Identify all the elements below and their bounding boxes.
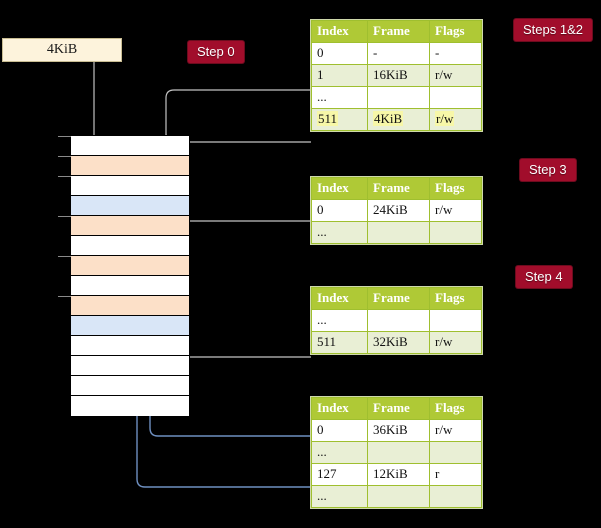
table-row: 0-- <box>311 42 482 65</box>
table-header-index: Index <box>311 397 368 420</box>
memory-tick <box>58 156 71 157</box>
highlighted-value: 511 <box>317 111 339 126</box>
table-row: 511 4KiB r/w <box>311 108 482 131</box>
table-cell-flags <box>429 309 482 332</box>
table-cell-frame: 16KiB <box>367 64 430 87</box>
memory-row <box>71 216 189 236</box>
badge-step-4: Step 4 <box>516 266 572 288</box>
memory-tick <box>58 176 71 177</box>
highlighted-value: r/w <box>435 111 455 126</box>
table-row: ... <box>311 86 482 109</box>
memory-tick <box>58 136 71 137</box>
table-cell-frame <box>367 221 430 244</box>
table-cell-index: 511 <box>311 331 368 354</box>
table-row: ... <box>311 441 482 464</box>
badge-step-3: Step 3 <box>520 159 576 181</box>
table-cell-index: 1 <box>311 64 368 87</box>
table-cell-flags <box>429 485 482 508</box>
table-cell-index: ... <box>311 309 368 332</box>
table-row: ... <box>311 221 482 244</box>
badge-steps-1-2: Steps 1&2 <box>514 19 592 41</box>
table-cell-frame: 24KiB <box>367 199 430 222</box>
wire-pd-entry <box>177 316 311 358</box>
table-header-frame: Frame <box>367 177 430 200</box>
table-cell-frame <box>367 309 430 332</box>
table-cell-flags <box>429 221 482 244</box>
table-cell-index: ... <box>311 441 368 464</box>
table-cell-index: 127 <box>311 463 368 486</box>
memory-row <box>71 376 189 396</box>
table-cell-index: 511 <box>311 108 368 131</box>
memory-tick <box>58 296 71 297</box>
table-cell-frame: 12KiB <box>367 463 430 486</box>
memory-row <box>71 156 189 176</box>
table-cell-index: 0 <box>311 42 368 65</box>
table-row: ... <box>311 309 482 332</box>
memory-row <box>71 256 189 276</box>
table-header-flags: Flags <box>429 177 482 200</box>
table-cell-flags <box>429 441 482 464</box>
memory-row <box>71 236 189 256</box>
table-cell-frame <box>367 485 430 508</box>
memory-row <box>71 296 189 316</box>
table-header-frame: Frame <box>367 397 430 420</box>
table-cell-flags <box>429 86 482 109</box>
table-cell-index: 0 <box>311 199 368 222</box>
kib-box-label: 4KiB <box>46 42 78 57</box>
table-cell-index: 0 <box>311 419 368 442</box>
table-cell-flags: r/w <box>429 419 482 442</box>
table-cell-frame: 32KiB <box>367 331 430 354</box>
memory-row <box>71 396 189 416</box>
table-cell-flags: r/w <box>429 199 482 222</box>
table-cell-index: ... <box>311 485 368 508</box>
table-header-frame: Frame <box>367 20 430 43</box>
highlighted-value: 4KiB <box>373 111 404 126</box>
table-cell-flags: r/w <box>429 331 482 354</box>
table-cell-flags: r/w <box>429 108 482 131</box>
table-cell-flags: r <box>429 463 482 486</box>
memory-row <box>71 136 189 156</box>
table-cell-frame: 36KiB <box>367 419 430 442</box>
table-header-frame: Frame <box>367 287 430 310</box>
memory-row <box>71 196 189 216</box>
wire-pdpt-entry <box>177 220 311 254</box>
memory-tick <box>58 256 71 257</box>
table-cell-flags: r/w <box>429 64 482 87</box>
kib-box: 4KiB <box>2 38 122 62</box>
table-cell-index: ... <box>311 86 368 109</box>
table-header-index: Index <box>311 20 368 43</box>
table-header-flags: Flags <box>429 397 482 420</box>
table-header-index: Index <box>311 177 368 200</box>
table-header-flags: Flags <box>429 287 482 310</box>
badge-step-0: Step 0 <box>188 41 244 63</box>
table-header-flags: Flags <box>429 20 482 43</box>
memory-tick <box>58 216 71 217</box>
table-cell-index: ... <box>311 221 368 244</box>
table-header-index: Index <box>311 287 368 310</box>
memory-row <box>71 356 189 376</box>
memory-column <box>70 135 190 416</box>
table-cell-flags: - <box>429 42 482 65</box>
table-cell-frame: 4KiB <box>367 108 430 131</box>
memory-row <box>71 316 189 336</box>
table-row: ... <box>311 485 482 508</box>
memory-row <box>71 276 189 296</box>
table-cell-frame <box>367 441 430 464</box>
memory-row <box>71 336 189 356</box>
table-cell-frame: - <box>367 42 430 65</box>
memory-row <box>71 176 189 196</box>
table-cell-frame <box>367 86 430 109</box>
